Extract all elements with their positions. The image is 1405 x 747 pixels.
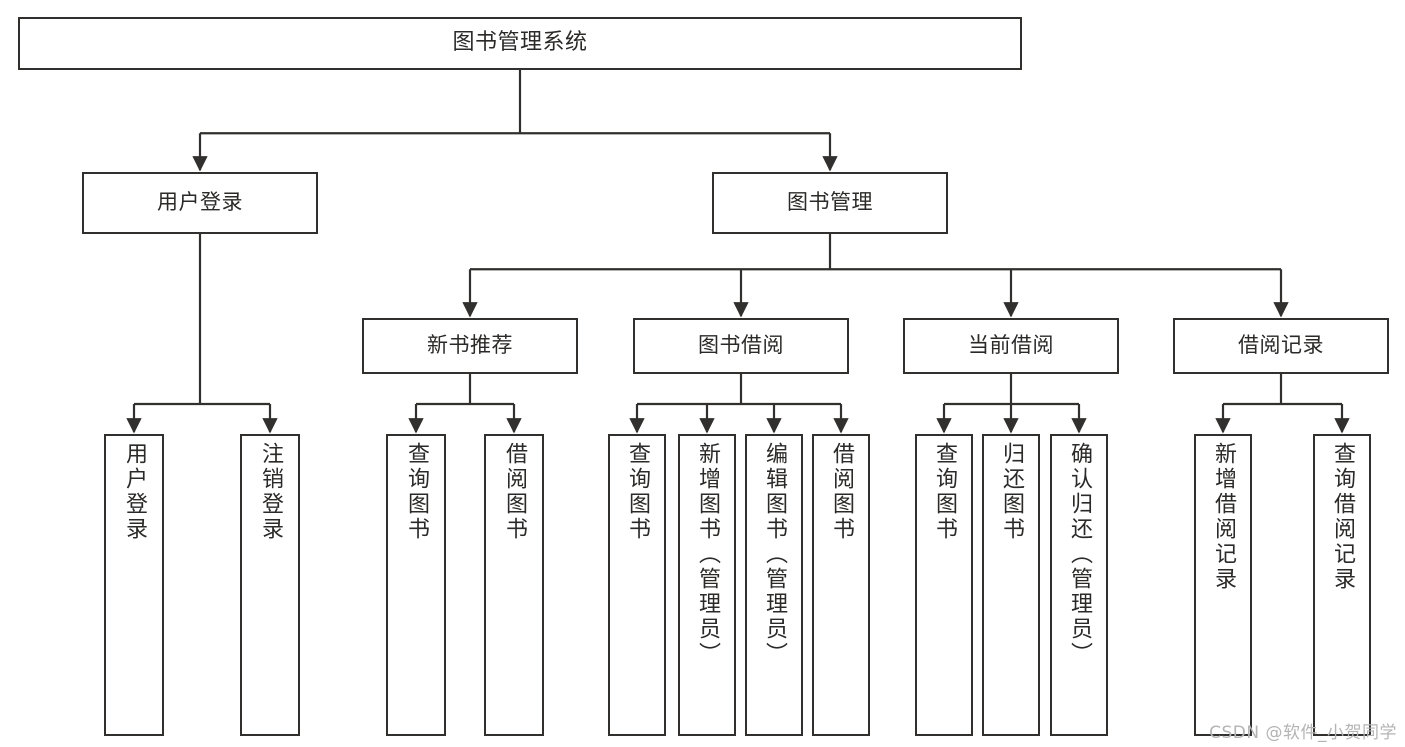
node-label: 查询图书 (932, 442, 957, 542)
node-label: 图书管理系统 (452, 30, 588, 56)
node-book-borrow[interactable]: 图书借阅 (633, 318, 849, 374)
node-label: 用户登录 (157, 190, 243, 215)
node-current-borrow[interactable]: 当前借阅 (903, 318, 1119, 374)
node-label: 图书管理 (787, 190, 873, 215)
node-label: 当前借阅 (968, 333, 1054, 358)
node-label: 编辑图书（管理员） (762, 442, 787, 667)
node-leaf-user-login[interactable]: 用户登录 (104, 434, 164, 736)
node-leaf-borrow-book-1[interactable]: 借阅图书 (484, 434, 544, 736)
node-new-book-rec[interactable]: 新书推荐 (362, 318, 578, 374)
node-book-manage[interactable]: 图书管理 (712, 172, 948, 234)
node-leaf-query-book-2[interactable]: 查询图书 (608, 434, 666, 736)
node-label: 新书推荐 (427, 333, 513, 358)
node-label: 借阅图书 (502, 442, 527, 542)
node-label: 确认归还（管理员） (1067, 442, 1092, 667)
node-leaf-return-book[interactable]: 归还图书 (982, 434, 1040, 736)
node-borrow-record[interactable]: 借阅记录 (1173, 318, 1389, 374)
node-label: 新增借阅记录 (1211, 442, 1236, 592)
node-leaf-confirm-return[interactable]: 确认归还（管理员） (1050, 434, 1108, 736)
node-leaf-query-record[interactable]: 查询借阅记录 (1313, 434, 1371, 736)
node-leaf-logout[interactable]: 注销登录 (240, 434, 300, 736)
node-leaf-edit-book[interactable]: 编辑图书（管理员） (745, 434, 803, 736)
node-label: 新增图书（管理员） (695, 442, 720, 667)
node-label: 查询图书 (404, 442, 429, 542)
node-label: 查询借阅记录 (1330, 442, 1355, 592)
node-user-login[interactable]: 用户登录 (82, 172, 318, 234)
node-root[interactable]: 图书管理系统 (18, 17, 1022, 70)
node-label: 注销登录 (258, 442, 283, 542)
node-leaf-add-record[interactable]: 新增借阅记录 (1194, 434, 1252, 736)
node-label: 查询图书 (625, 442, 650, 542)
node-label: 图书借阅 (698, 333, 784, 358)
node-label: 借阅图书 (829, 442, 854, 542)
node-label: 用户登录 (122, 442, 147, 542)
node-label: 归还图书 (999, 442, 1024, 542)
node-leaf-query-book-3[interactable]: 查询图书 (915, 434, 973, 736)
node-leaf-query-book-1[interactable]: 查询图书 (386, 434, 446, 736)
node-leaf-add-book[interactable]: 新增图书（管理员） (678, 434, 736, 736)
node-leaf-borrow-book-2[interactable]: 借阅图书 (812, 434, 870, 736)
node-label: 借阅记录 (1238, 333, 1324, 358)
